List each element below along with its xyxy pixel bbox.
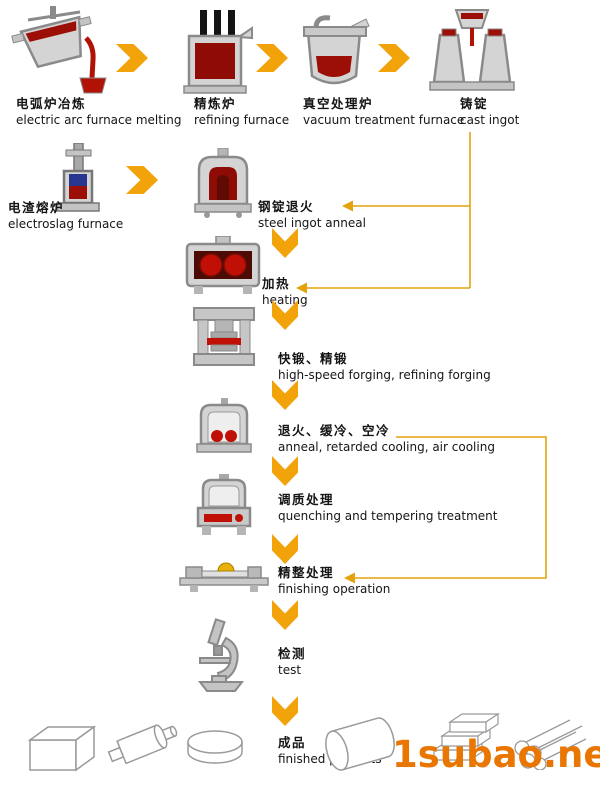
flow-arrow-right-2-icon (256, 44, 288, 72)
refining-en: refining furnace (194, 113, 290, 127)
microscope-icon (192, 618, 254, 694)
label-heating: 加热 heating (262, 276, 308, 308)
label-arc-furnace: 电弧炉冶炼 electric arc furnace melting (16, 96, 182, 128)
watermark: 1subao.net (392, 733, 600, 776)
product-bars-icon (430, 708, 506, 772)
refining-zh: 精炼炉 (194, 96, 237, 111)
flow-arrow-down-1-icon (272, 228, 298, 258)
electric-arc-furnace-icon (10, 6, 118, 98)
heating-zh: 加热 (262, 276, 291, 291)
finishing-en: finishing operation (278, 582, 391, 596)
cast-ingot-icon (428, 8, 516, 96)
label-electroslag-furnace: 电渣熔炉 electroslag furnace (8, 200, 123, 232)
flow-arrow-down-5-icon (272, 534, 298, 564)
product-tubes-icon (508, 706, 588, 771)
product-shaft-icon (104, 714, 180, 774)
label-ingot-anneal: 钢锭退火 steel ingot anneal (258, 199, 366, 231)
vacuum-en: vacuum treatment furnace (303, 113, 465, 127)
quench-zh: 调质处理 (278, 492, 335, 507)
ingot-en: cast ingot (460, 113, 520, 127)
finishing-machine-icon (178, 558, 270, 594)
quench-en: quenching and tempering treatment (278, 509, 498, 523)
anneal-ingot-en: steel ingot anneal (258, 216, 366, 230)
arc-zh: 电弧炉冶炼 (16, 96, 87, 111)
label-refining-furnace: 精炼炉 refining furnace (194, 96, 289, 128)
flow-arrow-right-1-icon (116, 44, 148, 72)
product-disc-icon (184, 724, 246, 772)
heating-en: heating (262, 293, 308, 307)
product-cylinder-icon (320, 712, 400, 776)
finished-zh: 成品 (278, 735, 307, 750)
quenching-furnace-icon (190, 474, 258, 538)
ingot-anneal-furnace-icon (188, 147, 258, 218)
vacuum-zh: 真空处理炉 (303, 96, 374, 111)
label-test: 检测 test (278, 646, 306, 678)
test-en: test (278, 663, 302, 677)
cooling-furnace-icon (192, 398, 256, 458)
flow-arrow-down-3-icon (272, 380, 298, 410)
finishing-zh: 精整处理 (278, 565, 335, 580)
label-quenching: 调质处理 quenching and tempering treatment (278, 492, 497, 524)
label-finishing: 精整处理 finishing operation (278, 565, 390, 597)
vacuum-furnace-icon (296, 14, 374, 96)
forging-en: high-speed forging, refining forging (278, 368, 491, 382)
flow-arrow-down-6-icon (272, 600, 298, 630)
flow-arrow-down-7-icon (272, 696, 298, 726)
label-anneal-cooling: 退火、缓冷、空冷 anneal, retarded cooling, air c… (278, 423, 495, 455)
electroslag-zh: 电渣熔炉 (8, 200, 65, 215)
anneal-cool-zh: 退火、缓冷、空冷 (278, 423, 391, 438)
label-cast-ingot: 铸锭 cast ingot (460, 96, 519, 128)
test-zh: 检测 (278, 646, 307, 661)
flow-arrow-right-4-icon (126, 166, 158, 194)
product-box-icon (24, 720, 100, 776)
label-forging: 快锻、精锻 high-speed forging, refining forgi… (278, 351, 491, 383)
heating-furnace-icon (184, 235, 262, 296)
anneal-ingot-zh: 钢锭退火 (258, 199, 315, 214)
flow-arrow-down-4-icon (272, 456, 298, 486)
label-vacuum-furnace: 真空处理炉 vacuum treatment furnace (303, 96, 464, 128)
arc-en: electric arc furnace melting (16, 113, 182, 127)
forging-zh: 快锻、精锻 (278, 351, 349, 366)
flow-arrow-right-3-icon (378, 44, 410, 72)
forging-press-icon (192, 306, 256, 368)
ingot-zh: 铸锭 (460, 96, 489, 111)
electroslag-en: electroslag furnace (8, 217, 124, 231)
refining-furnace-icon (183, 10, 253, 96)
electroslag-furnace-icon (52, 142, 104, 213)
anneal-cool-en: anneal, retarded cooling, air cooling (278, 440, 495, 454)
